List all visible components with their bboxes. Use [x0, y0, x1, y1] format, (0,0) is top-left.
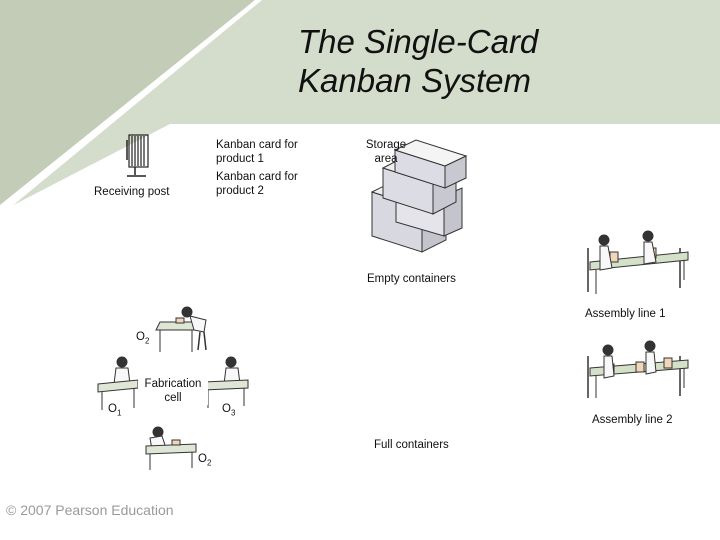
full-containers-label: Full containers: [374, 439, 449, 451]
receiving-post-label: Receiving post: [94, 186, 170, 198]
empty-containers-label: Empty containers: [367, 273, 456, 285]
operator-o1-workstation: [97, 356, 139, 410]
operator-o2-top-workstation: [155, 306, 207, 352]
header-stripe-highlight: [0, 0, 262, 216]
storage-containers-icon: [370, 139, 468, 253]
operator-o2-top-label: O2: [136, 331, 150, 346]
operator-o2-bottom-label: O2: [198, 453, 212, 468]
receiving-post-icon: [126, 134, 149, 177]
operator-o1-label: O1: [108, 403, 122, 418]
assembly-line-2-label: Assembly line 2: [592, 414, 673, 426]
kanban-card-product1-label: Kanban card for product 1: [216, 139, 298, 165]
operator-o3-workstation: [203, 356, 249, 408]
slide-title: The Single-Card Kanban System: [298, 22, 598, 100]
fabrication-cell-label: Fabrication cell: [138, 377, 208, 405]
assembly-line-1-label: Assembly line 1: [585, 308, 666, 320]
slide-title-line1: The Single-Card: [298, 23, 539, 60]
operator-o3-label: O3: [222, 403, 236, 418]
slide-title-line2: Kanban System: [298, 62, 531, 99]
operator-o2-bottom-workstation: [145, 426, 197, 470]
assembly-line-1-icon: [587, 230, 689, 294]
assembly-line-2-icon: [587, 340, 689, 398]
kanban-card-product2-label: Kanban card for product 2: [216, 171, 298, 197]
storage-area-label: Storage area: [365, 139, 407, 165]
copyright-footer: © 2007 Pearson Education: [6, 502, 174, 518]
